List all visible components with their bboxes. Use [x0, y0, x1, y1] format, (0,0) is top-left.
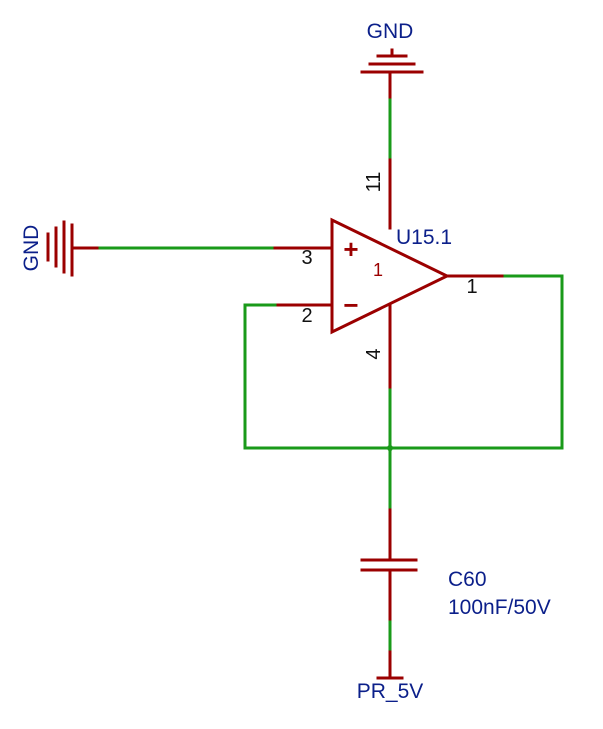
pin-3-number: 3 — [301, 247, 312, 269]
wire-feedback-loop — [243, 274, 564, 450]
gnd-left-symbol — [46, 220, 102, 277]
gnd-left-label: GND — [20, 225, 43, 272]
capacitor-value: 100nF/50V — [448, 596, 551, 619]
pin-11-number: 11 — [363, 172, 385, 193]
opamp-body — [330, 217, 451, 335]
capacitor-c60 — [360, 508, 418, 624]
opamp-refdes: U15.1 — [396, 226, 452, 249]
supply-label: PR_5V — [357, 680, 424, 703]
pin-4-number: 4 — [363, 348, 385, 359]
opamp-minus-sign: − — [343, 290, 358, 320]
capacitor-refdes: C60 — [448, 568, 487, 591]
gnd-top-symbol — [360, 48, 424, 102]
pin-2-number: 2 — [301, 305, 312, 327]
gnd-top-label: GND — [367, 20, 414, 43]
opamp-unit-number: 1 — [373, 260, 383, 280]
opamp-plus-sign: + — [343, 234, 358, 264]
pin-1-number: 1 — [466, 276, 477, 298]
junction-dot — [387, 445, 393, 451]
